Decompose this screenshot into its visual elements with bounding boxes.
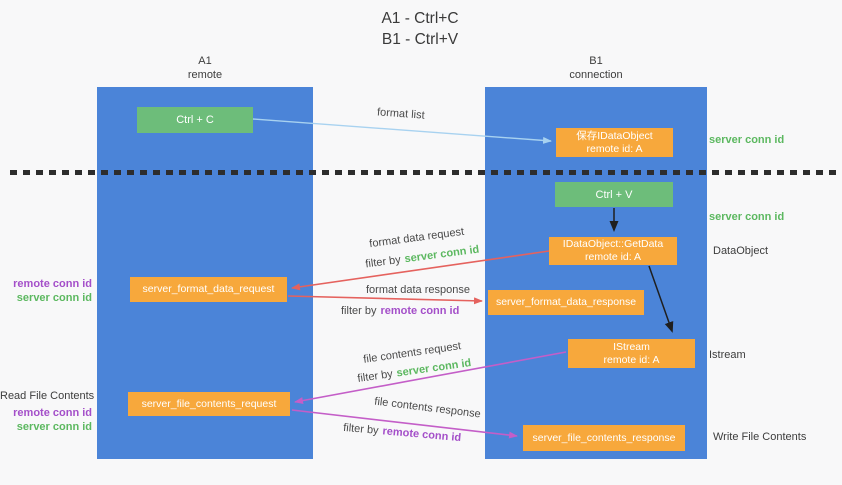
format-data-response-arrow: [287, 295, 483, 305]
ctrl-v-label: Ctrl + V: [595, 188, 633, 201]
filter-by-text: filter by: [364, 253, 402, 271]
getdata-line2: remote id: A: [584, 251, 642, 263]
lane-header-a1: A1 remote: [97, 54, 313, 82]
write-file-contents-annotation: Write File Contents: [713, 431, 807, 443]
filter-by-text: filter by: [341, 305, 377, 317]
server-file-contents-response-node: server_file_contents_response: [523, 425, 685, 451]
file-contents-response-label: file contents response: [373, 395, 482, 421]
filter-by-text: filter by: [356, 368, 394, 385]
read-file-contents-annotations: Read File Contents remote conn id server…: [0, 389, 95, 434]
server-format-data-response-label: server_format_data_response: [495, 296, 637, 308]
server-conn-id-text: server conn id: [395, 357, 472, 380]
ctrl-c-label: Ctrl + C: [176, 114, 214, 126]
ctrl-c-node: Ctrl + C: [137, 107, 253, 133]
diagram-title: A1 - Ctrl+C B1 - Ctrl+V: [300, 8, 540, 50]
remote-conn-id-text: remote conn id: [382, 425, 462, 445]
server-file-contents-request-label: server_file_contents_request: [141, 397, 277, 410]
ctrl-v-node: Ctrl + V: [555, 182, 673, 207]
save-idataobject-node: 保存IDataObject remote id: A: [556, 128, 673, 157]
server-conn-id-annotation-mid: server conn id: [709, 211, 785, 223]
session-divider-dotted-line: [10, 170, 836, 175]
format-list-label: format list: [376, 106, 426, 122]
remote-conn-id-text: remote conn id: [380, 305, 460, 317]
format-conn-id-annotations: remote conn id server conn id: [0, 277, 92, 305]
server-conn-id-annotation-top: server conn id: [709, 134, 785, 146]
read-file-contents-annotation: Read File Contents: [0, 390, 95, 402]
save-idataobject-line2: remote id: A: [586, 142, 643, 155]
server-conn-id-text: server conn id: [403, 243, 480, 266]
title-line-b1: B1 - Ctrl+V: [381, 31, 459, 48]
dataobject-annotation: DataObject: [713, 245, 769, 257]
server-conn-id-annotation-file: server conn id: [16, 421, 92, 433]
lane-b1-role: connection: [569, 69, 623, 81]
server-format-data-request-label: server_format_data_request: [142, 283, 275, 295]
istream-node: IStream remote id: A: [568, 339, 695, 368]
server-file-contents-request-node: server_file_contents_request: [128, 392, 290, 416]
lane-b1-name: B1: [589, 55, 603, 67]
server-file-contents-response-label: server_file_contents_response: [532, 431, 676, 444]
lane-header-b1: B1 connection: [485, 54, 707, 82]
format-data-response-label: format data response: [366, 284, 470, 296]
server-conn-id-annotation-format: server conn id: [16, 292, 92, 304]
istream-line2: remote id: A: [603, 353, 660, 366]
remote-conn-id-annotation-file: remote conn id: [13, 407, 92, 419]
save-idataobject-line1: 保存IDataObject: [576, 129, 653, 142]
lane-a1-name: A1: [198, 55, 212, 67]
lane-a1-role: remote: [187, 69, 223, 81]
server-format-data-response-node: server_format_data_response: [488, 290, 644, 315]
idataobject-getdata-node: IDataObject::GetData remote id: A: [549, 237, 677, 265]
istream-line1: IStream: [613, 340, 650, 353]
istream-annotation: Istream: [709, 349, 746, 361]
getdata-line1: IDataObject::GetData: [562, 238, 664, 250]
title-line-a1: A1 - Ctrl+C: [381, 10, 459, 27]
server-format-data-request-node: server_format_data_request: [130, 277, 287, 302]
remote-conn-id-annotation-format: remote conn id: [13, 278, 92, 290]
filter-by-text: filter by: [342, 421, 380, 437]
filter-by-remote-conn-id-file-label: filter by remote conn id: [343, 422, 462, 444]
filter-by-remote-conn-id-format-label: filter by remote conn id: [341, 305, 459, 317]
